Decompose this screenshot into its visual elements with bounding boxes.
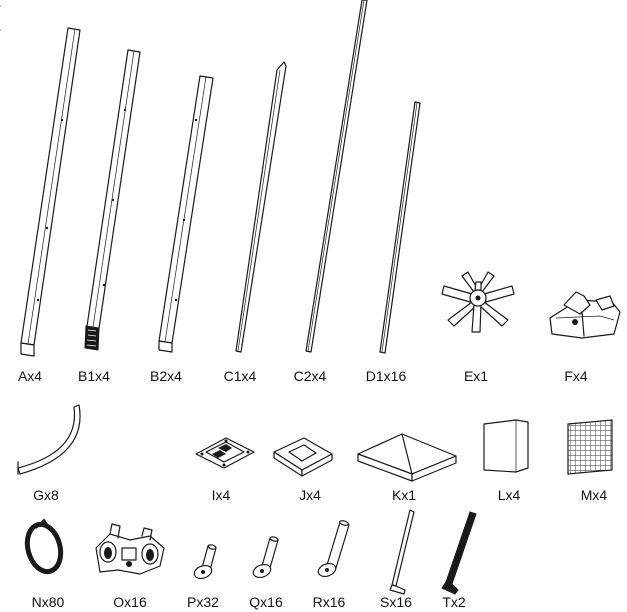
label-part-J: Jx4 (299, 487, 321, 503)
part-R-drawing (317, 520, 350, 578)
label-part-G: Gx8 (33, 487, 59, 503)
label-part-O: Ox16 (113, 594, 147, 610)
part-B1-drawing (84, 49, 141, 351)
label-part-A: Ax4 (17, 368, 43, 384)
label-part-B1: B1x4 (78, 368, 110, 384)
part-A-drawing (20, 27, 81, 357)
part-C1-drawing (235, 61, 287, 353)
label-part-S: Sx16 (380, 594, 412, 610)
label-part-M: Mx4 (580, 487, 608, 503)
part-O-drawing (95, 523, 165, 575)
label-part-Q: Qx16 (249, 594, 283, 610)
part-M-drawing (567, 419, 613, 475)
label-part-L: Lx4 (497, 487, 521, 503)
label-part-C2: C2x4 (293, 368, 327, 384)
label-part-B2: B2x4 (150, 368, 182, 384)
part-J-drawing (273, 437, 333, 477)
label-part-T: Tx2 (442, 594, 466, 610)
label-part-P: Px32 (187, 594, 219, 610)
part-T-drawing (441, 511, 477, 595)
part-C2-drawing (305, 0, 368, 353)
part-F-drawing (549, 291, 621, 339)
part-P-drawing (193, 544, 217, 580)
part-S-drawing (389, 509, 415, 595)
part-Q-drawing (252, 536, 279, 579)
label-part-C1: C1x4 (223, 368, 257, 384)
label-part-N: Nx80 (31, 594, 65, 610)
part-D1-drawing (379, 101, 421, 354)
label-part-F: Fx4 (564, 368, 588, 384)
part-B2-drawing (158, 75, 214, 353)
part-I-drawing (195, 437, 255, 469)
part-E-drawing (441, 271, 515, 333)
part-N-drawing (24, 518, 64, 575)
label-part-K: Kx1 (391, 487, 417, 503)
part-G-drawing (17, 404, 81, 475)
part-L-drawing (483, 419, 529, 473)
label-part-D1: D1x16 (365, 368, 407, 384)
part-K-drawing (357, 433, 457, 482)
label-part-I: Ix4 (211, 487, 231, 503)
label-part-E: Ex1 (463, 368, 489, 384)
label-part-R: Rx16 (312, 594, 346, 610)
